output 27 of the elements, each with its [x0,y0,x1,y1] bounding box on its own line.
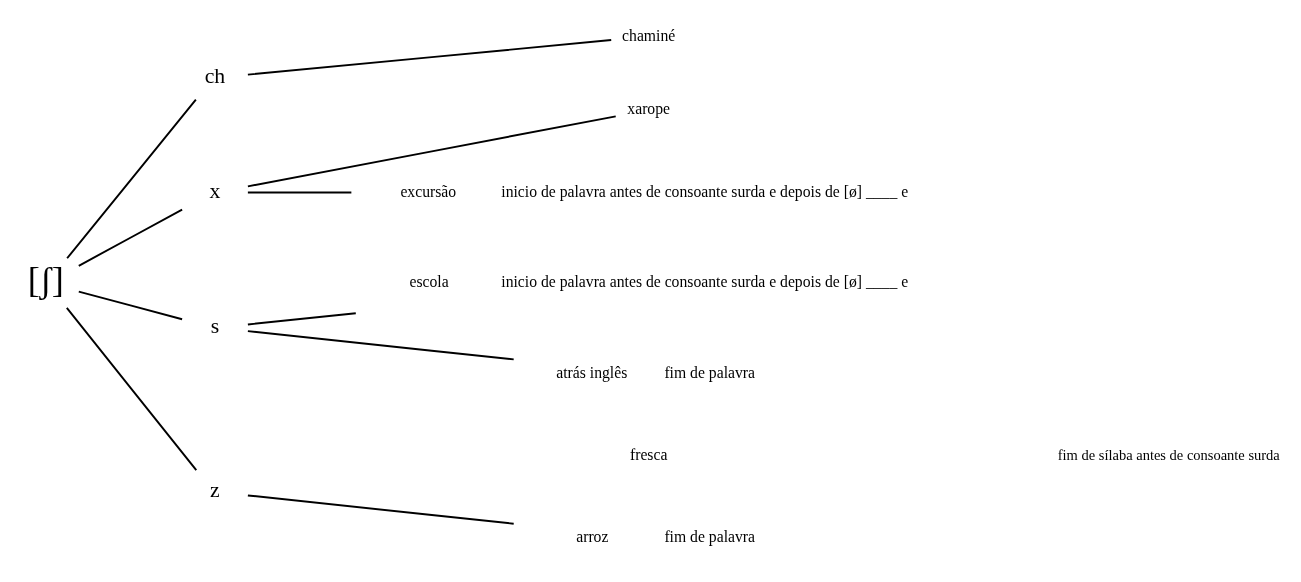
node-label: fim de palavra [664,527,755,545]
connector [77,290,184,320]
connector [65,306,198,471]
node-text: excursão [400,182,457,200]
node-text: xarope [627,99,671,117]
node-text: z [210,477,220,502]
connector [77,208,184,267]
node-text: ch [204,63,226,88]
label: fim de sílaba antes de consoante surda [1057,446,1280,463]
node-label: inicio de palavra antes de consoante surda e depois de [ø] ____ e [501,182,909,200]
node-text: chaminé [622,26,676,44]
node-text: [ʃ] [27,259,64,300]
connector [246,114,617,187]
connector [246,329,515,360]
label: fresca [629,445,668,463]
node-text: escola [409,272,449,290]
connector [246,190,353,193]
node-text: atrás inglês [556,363,628,381]
node-text: x [209,178,221,203]
connector [246,493,515,525]
node-text: s [210,313,220,338]
node-label: fim de palavra [664,363,755,381]
connector [246,38,613,76]
connector [246,311,357,325]
node-text: arroz [576,527,609,545]
connector [66,98,197,259]
node-label: inicio de palavra antes de consoante surda e depois de [ø] ____ e [501,272,909,290]
